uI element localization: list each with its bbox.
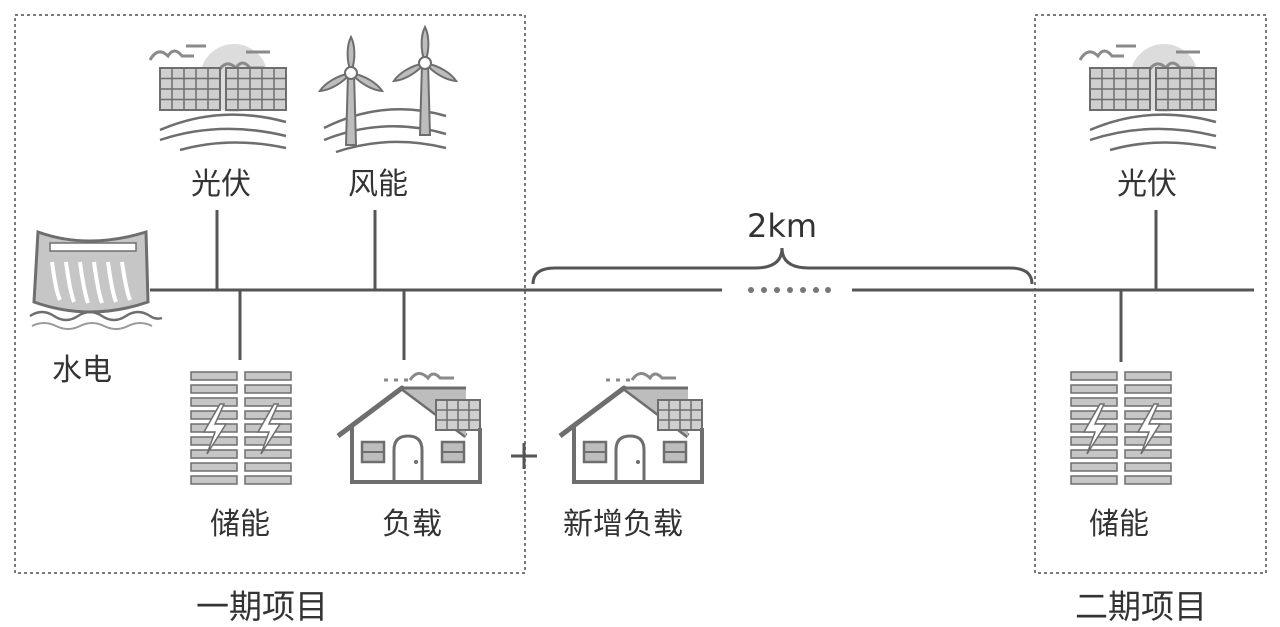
- phase2-pv-label: 光伏: [1117, 167, 1177, 202]
- plus-icon: [511, 443, 537, 469]
- phase2-storage-icon: [1070, 371, 1172, 485]
- phase2-pv-icon: [1078, 42, 1218, 152]
- distance-brace: [531, 247, 1034, 285]
- phase2-boundary: [1034, 14, 1267, 574]
- phase1-wind-icon: [317, 26, 459, 154]
- phase1-wind-label: 风能: [348, 167, 408, 202]
- new-load-label: 新增负载: [563, 507, 683, 542]
- phase2-title: 二期项目: [1075, 587, 1207, 626]
- phase1-storage-icon: [190, 371, 292, 485]
- phase1-title: 一期项目: [196, 587, 328, 626]
- hydro-dam-icon: [29, 229, 163, 330]
- phase2-storage-label: 储能: [1089, 507, 1149, 542]
- bus-gap-dots: [748, 287, 831, 293]
- phase1-pv-icon: [148, 42, 288, 152]
- phase1-load-label: 负载: [382, 507, 442, 542]
- distance-label: 2km: [747, 207, 818, 245]
- phase1-pv-label: 光伏: [191, 167, 251, 202]
- phase1-hydro-label: 水电: [52, 353, 112, 388]
- new-load-icon: [560, 373, 702, 482]
- connector-lines: [215, 210, 1158, 362]
- phase1-load-icon: [338, 373, 480, 482]
- phase1-boundary: [14, 14, 526, 574]
- phase1-storage-label: 储能: [210, 507, 270, 542]
